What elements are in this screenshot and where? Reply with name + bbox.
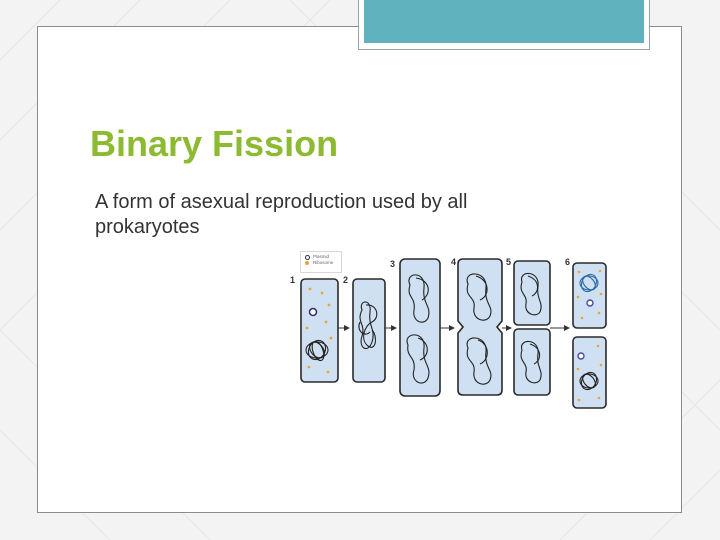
legend-label-ribosome: Ribosome [313, 260, 334, 265]
nucleoid-dna [579, 371, 599, 391]
nucleoid-dna [520, 272, 542, 384]
legend-label-plasmid: Plasmid [313, 254, 330, 259]
nucleoid-dna [358, 301, 378, 350]
cell-stage-6-top [572, 262, 607, 329]
plasmid-icon [577, 352, 585, 360]
step-label-3: 3 [390, 259, 396, 269]
legend-item-plasmid: Plasmid [305, 254, 341, 260]
binary-fission-diagram [300, 258, 607, 409]
plasmid-icon [308, 307, 318, 317]
slide-body-text: A form of asexual reproduction used by a… [95, 191, 468, 238]
ribosome-icon [305, 261, 309, 265]
cell-stage-4 [457, 258, 503, 396]
ribosomes [305, 287, 333, 374]
plasmid-icon [586, 299, 594, 307]
step-label-2: 2 [343, 275, 349, 285]
step-label-6: 6 [565, 257, 571, 267]
nucleoid-dna [305, 339, 329, 362]
nucleoid-dna [579, 273, 599, 293]
cell-stage-1 [300, 278, 339, 383]
slide-title: Binary Fission [90, 123, 339, 164]
cell-stage-3 [399, 258, 441, 397]
figure-legend: Plasmid Ribosome [300, 251, 342, 273]
top-accent-tab [364, 0, 644, 43]
ribosomes [576, 344, 603, 402]
cell-stage-6-bottom [572, 336, 607, 409]
step-label-1: 1 [290, 275, 296, 285]
legend-item-ribosome: Ribosome [305, 260, 341, 266]
step-label-4: 4 [451, 257, 457, 267]
ribosomes [576, 269, 603, 320]
cell-stage-2 [352, 278, 386, 383]
plasmid-icon [305, 255, 310, 260]
cell-stage-5 [513, 260, 551, 396]
nucleoid-dna [406, 274, 430, 384]
step-label-5: 5 [506, 257, 512, 267]
nucleoid-dna [466, 273, 492, 385]
